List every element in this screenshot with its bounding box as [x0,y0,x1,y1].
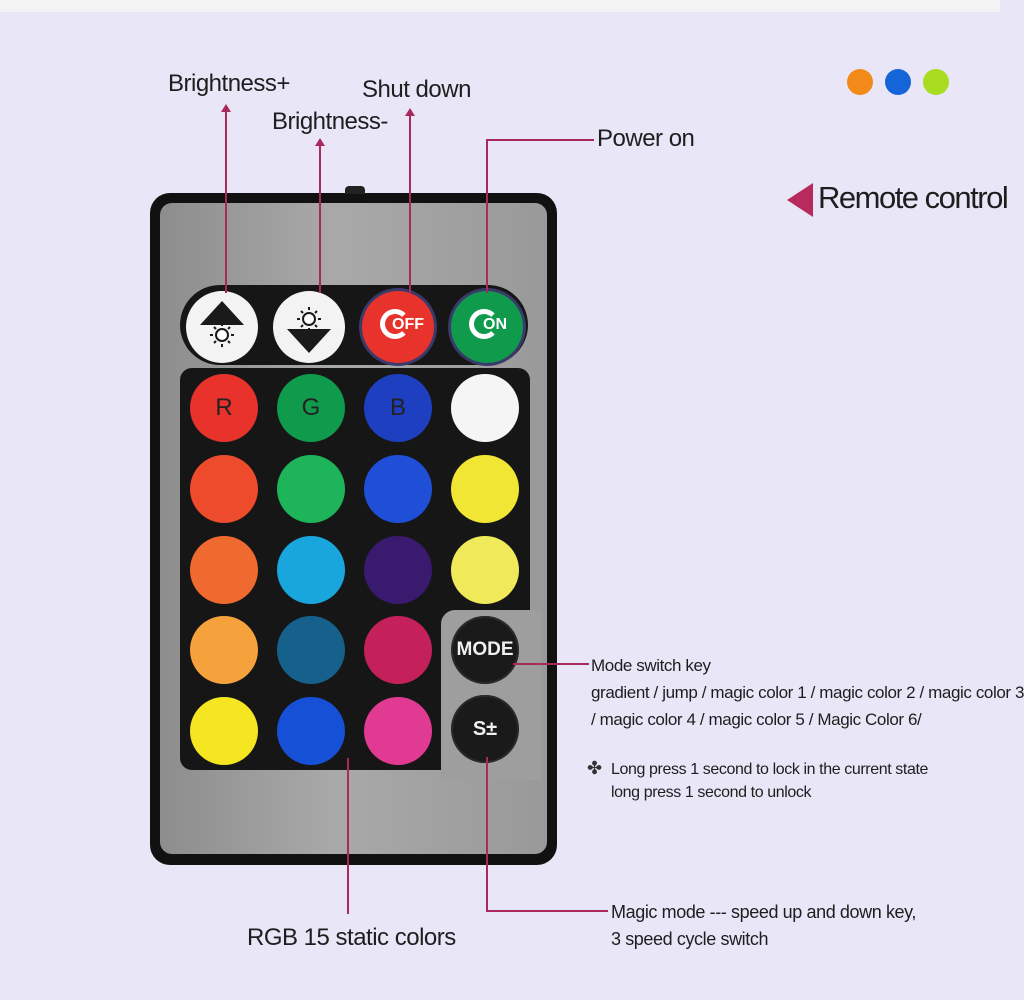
brightness-plus-label: Brightness+ [168,70,290,97]
lock-note-line1: Long press 1 second to lock in the curre… [611,761,928,778]
top-band [0,0,1000,12]
heading-arrow-icon [787,183,813,217]
leader-brightness-minus [319,142,321,293]
leader-mode [513,663,589,665]
power-on-label: Power on [597,125,695,152]
color-button-r1-c2[interactable]: G [277,374,345,442]
leader-power-on-vertical [486,139,488,293]
brightness-down-icon [287,307,331,353]
brightness-up-icon [200,301,244,347]
remote-nub [345,186,365,194]
off-button[interactable]: OFF [362,291,434,363]
header-dot-green [923,69,949,95]
color-button-r4-c3[interactable] [364,616,432,684]
mode-button[interactable]: MODE [451,616,519,684]
leader-shut-down [409,112,411,293]
leader-brightness-plus [225,108,227,293]
mode-desc-title: Mode switch key [591,656,711,675]
magic-desc-line1: Magic mode --- speed up and down key, [611,902,917,922]
color-button-r2-c3[interactable] [364,455,432,523]
speed-button[interactable]: S± [451,695,519,763]
leader-brightness-plus-tick [221,104,231,112]
color-button-r5-c1[interactable] [190,697,258,765]
leader-static-colors [347,758,349,914]
color-button-r3-c3[interactable] [364,536,432,604]
color-button-r3-c4[interactable] [451,536,519,604]
color-button-r4-c1[interactable] [190,616,258,684]
color-button-r3-c1[interactable] [190,536,258,604]
leader-speed-vertical [486,757,488,912]
mode-desc-line1: gradient / jump / magic color 1 / magic … [591,683,1024,702]
color-button-r1-c1[interactable]: R [190,374,258,442]
leader-speed-horizontal [486,910,608,912]
power-on-icon: ON [465,305,509,349]
static-colors-label: RGB 15 static colors [247,924,456,951]
header-dot-blue [885,69,911,95]
power-off-icon: OFF [376,305,424,349]
header-dot-orange [847,69,873,95]
leader-brightness-minus-tick [315,138,325,146]
color-button-r1-c3[interactable]: B [364,374,432,442]
shut-down-label: Shut down [362,76,471,103]
color-button-r4-c2[interactable] [277,616,345,684]
brightness-minus-label: Brightness- [272,108,388,135]
leader-shut-down-tick [405,108,415,116]
color-button-r5-c3[interactable] [364,697,432,765]
mode-desc-line2: / magic color 4 / magic color 5 / Magic … [591,710,922,729]
magic-desc-line2: 3 speed cycle switch [611,929,769,949]
color-button-r2-c4[interactable] [451,455,519,523]
brightness-up-button[interactable] [186,291,258,363]
asterisk-icon: ✤ [587,758,603,778]
color-button-r3-c2[interactable] [277,536,345,604]
lock-note-line2: long press 1 second to unlock [611,784,812,801]
brightness-down-button[interactable] [273,291,345,363]
color-button-r1-c4[interactable] [451,374,519,442]
color-button-r2-c1[interactable] [190,455,258,523]
color-button-r5-c2[interactable] [277,697,345,765]
leader-power-on-horizontal [486,139,594,141]
color-button-r2-c2[interactable] [277,455,345,523]
remote-control-heading: Remote control [818,180,1009,215]
on-button[interactable]: ON [451,291,523,363]
